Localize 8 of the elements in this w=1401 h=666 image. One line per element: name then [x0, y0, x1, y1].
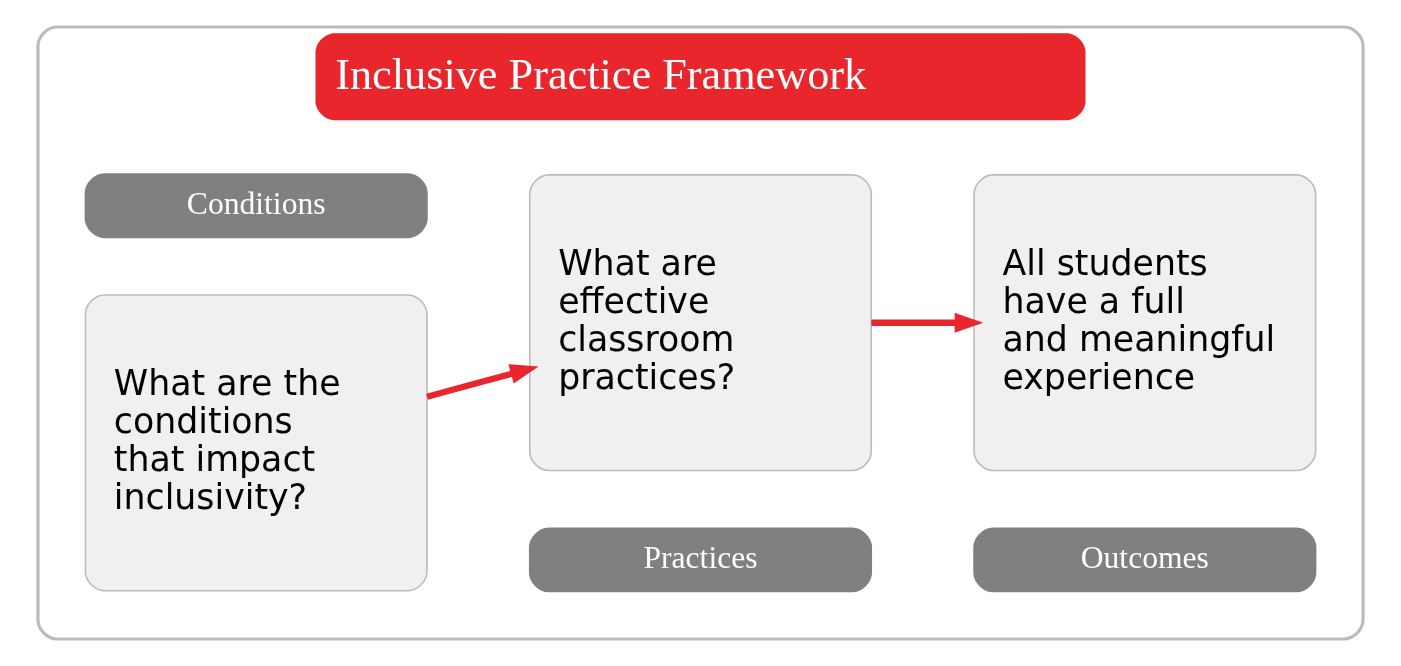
arrow — [871, 312, 984, 333]
node-box: Conditions — [84, 173, 428, 239]
node-box: What are the conditions that impact inclusivity? — [84, 294, 428, 592]
node-box: Outcomes — [973, 527, 1317, 593]
node-box: What are effective classroom practices? — [528, 174, 873, 472]
arrow — [426, 364, 539, 400]
node-box: All students have a full and meaningful experience — [973, 174, 1317, 472]
node-box: Practices — [528, 527, 873, 593]
